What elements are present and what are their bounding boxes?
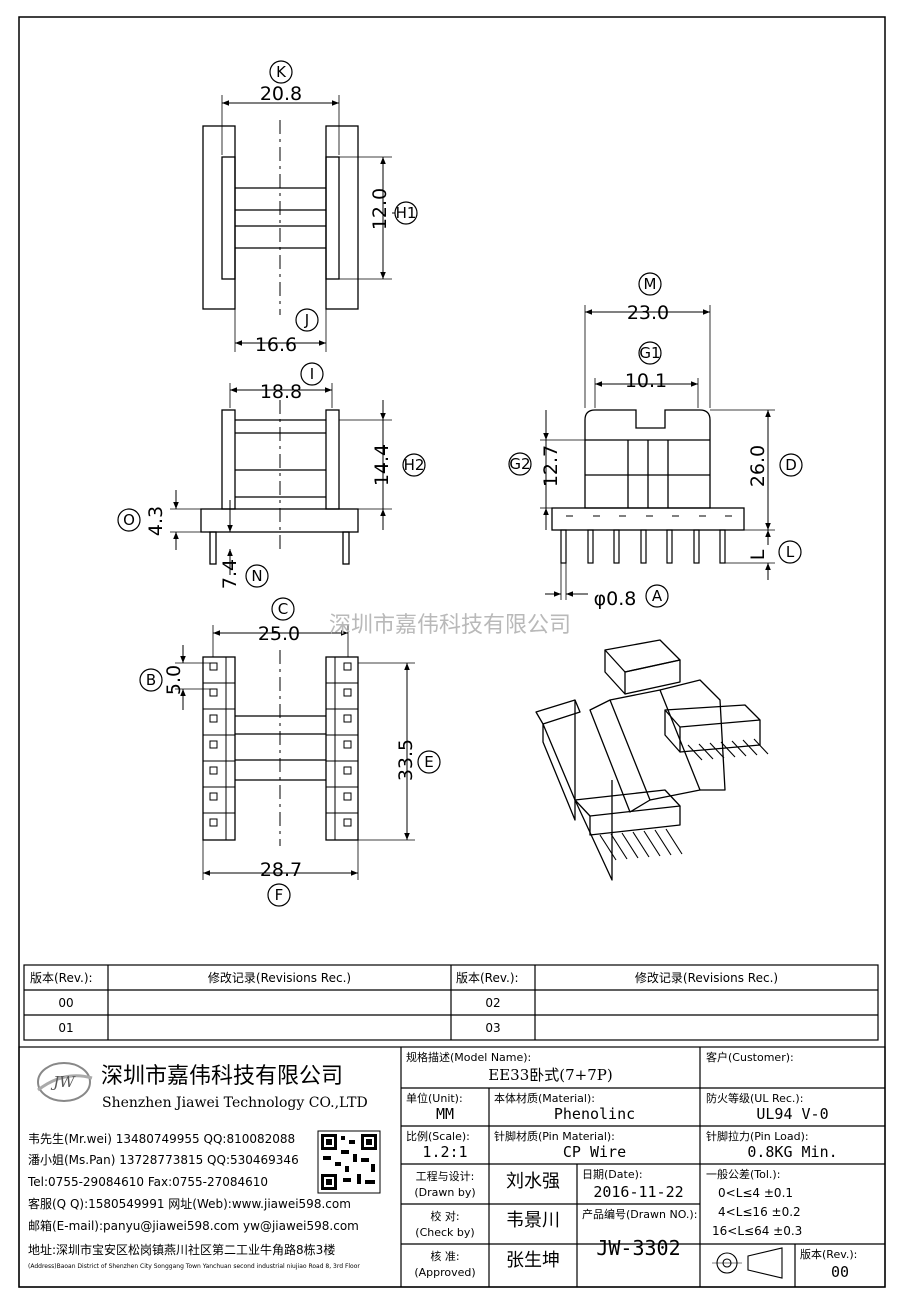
approved-label-en: (Approved) bbox=[414, 1266, 476, 1279]
dim-n: 7.4 bbox=[219, 559, 241, 589]
rev-row-00: 00 bbox=[58, 996, 74, 1010]
label-e: E bbox=[424, 753, 433, 771]
dim-f: 28.7 bbox=[260, 859, 302, 881]
address-cn: 地址:深圳市宝安区松岗镇燕川社区第二工业牛角路8栋3楼 bbox=[28, 1243, 336, 1257]
contact-tel-fax: Tel:0755-29084610 Fax:0755-27084610 bbox=[28, 1175, 269, 1189]
customer-label: 客户(Customer): bbox=[706, 1051, 794, 1064]
model-value: EE33卧式(7+7P) bbox=[488, 1066, 613, 1084]
address-en: (Address)Baoan District of Shenzhen City… bbox=[28, 1263, 360, 1270]
bottom-view bbox=[175, 625, 415, 880]
rec-header-right: 修改记录(Revisions Rec.) bbox=[634, 971, 779, 985]
rev-row-01: 01 bbox=[58, 1021, 74, 1035]
dim-h1: 12.0 bbox=[369, 188, 391, 230]
rev-label: 版本(Rev.): bbox=[800, 1248, 858, 1261]
contact-qq-web: 客服(Q Q):1580549991 网址(Web):www.jiawei598… bbox=[28, 1197, 351, 1211]
drawn-value: 刘水强 bbox=[506, 1171, 560, 1192]
drawn-no-label: 产品编号(Drawn NO.): bbox=[582, 1208, 698, 1221]
label-j: J bbox=[304, 311, 309, 329]
check-label-en: (Check by) bbox=[415, 1226, 475, 1239]
rev-value: 00 bbox=[830, 1263, 850, 1281]
label-c: C bbox=[278, 600, 288, 618]
dim-i: 18.8 bbox=[260, 381, 302, 403]
label-h1: H1 bbox=[396, 204, 417, 222]
company-name-cn: 深圳市嘉伟科技有限公司 bbox=[101, 1064, 344, 1089]
rec-header-left: 修改记录(Revisions Rec.) bbox=[207, 971, 352, 985]
pin-load-value: 0.8KG Min. bbox=[747, 1143, 838, 1161]
check-label: 校 对: bbox=[430, 1210, 460, 1223]
dim-h2: 14.4 bbox=[371, 444, 393, 486]
drawn-label: 工程与设计: bbox=[415, 1170, 475, 1183]
ul-value: UL94 V-0 bbox=[756, 1105, 829, 1123]
dim-e: 33.5 bbox=[395, 739, 417, 781]
unit-value: MM bbox=[435, 1105, 455, 1123]
check-value: 韦景川 bbox=[506, 1210, 560, 1231]
ul-label: 防火等级(UL Rec.): bbox=[706, 1092, 804, 1105]
label-i: I bbox=[310, 365, 314, 383]
logo-text: JW bbox=[50, 1073, 76, 1091]
dim-g2: 12.7 bbox=[540, 445, 562, 487]
pin-load-label: 针脚拉力(Pin Load): bbox=[706, 1130, 809, 1143]
contact-email: 邮箱(E-mail):panyu@jiawei598.com yw@jiawei… bbox=[28, 1219, 359, 1233]
pin-material-value: CP Wire bbox=[562, 1143, 627, 1161]
label-m: M bbox=[644, 275, 657, 293]
label-a: A bbox=[652, 587, 663, 605]
tolerance-label: 一般公差(Tol.): bbox=[706, 1168, 781, 1181]
tolerance-row-1: 0<L≤4 ±0.1 bbox=[718, 1186, 794, 1200]
dim-b: 5.0 bbox=[163, 665, 185, 695]
dim-o: 4.3 bbox=[145, 506, 167, 536]
label-f: F bbox=[275, 886, 284, 904]
label-k: K bbox=[276, 63, 287, 81]
approved-value: 张生坤 bbox=[506, 1250, 560, 1271]
approved-label: 核 准: bbox=[430, 1250, 460, 1263]
rev-header-right: 版本(Rev.): bbox=[456, 971, 519, 985]
dim-d: 26.0 bbox=[747, 445, 769, 487]
material-label: 本体材质(Material): bbox=[494, 1092, 595, 1105]
scale-label: 比例(Scale): bbox=[406, 1130, 470, 1143]
drawn-no-value: JW-3302 bbox=[596, 1236, 681, 1260]
contact-pan: 潘小姐(Ms.Pan) 13728773815 QQ:530469346 bbox=[28, 1153, 299, 1167]
unit-label: 单位(Unit): bbox=[406, 1092, 463, 1105]
dim-m: 23.0 bbox=[627, 302, 669, 324]
projection-symbol bbox=[712, 1247, 783, 1279]
watermark: 深圳市嘉伟科技有限公司 bbox=[329, 613, 571, 638]
rev-row-02: 02 bbox=[485, 996, 501, 1010]
front-view bbox=[170, 383, 392, 575]
dim-k: 20.8 bbox=[260, 83, 302, 105]
label-h2: H2 bbox=[404, 456, 425, 474]
label-b: B bbox=[146, 671, 156, 689]
pin-material-label: 针脚材质(Pin Material): bbox=[494, 1130, 615, 1143]
model-label: 规格描述(Model Name): bbox=[406, 1051, 532, 1064]
label-d: D bbox=[785, 456, 797, 474]
dim-a: φ0.8 bbox=[594, 588, 637, 610]
label-o: O bbox=[123, 511, 135, 529]
label-g1: G1 bbox=[639, 344, 660, 362]
label-n: N bbox=[251, 567, 262, 585]
qr-code bbox=[317, 1130, 381, 1194]
side-view bbox=[540, 305, 775, 600]
contact-wei: 韦先生(Mr.wei) 13480749955 QQ:810082088 bbox=[28, 1132, 296, 1146]
isometric-view bbox=[535, 639, 769, 881]
company-name-en: Shenzhen Jiawei Technology CO.,LTD bbox=[102, 1095, 368, 1111]
date-value: 2016-11-22 bbox=[593, 1183, 684, 1201]
rev-header-left: 版本(Rev.): bbox=[30, 971, 93, 985]
title-block-grid bbox=[18, 1046, 886, 1288]
dim-l: L bbox=[747, 549, 769, 560]
tolerance-row-2: 4<L≤16 ±0.2 bbox=[718, 1205, 801, 1219]
date-label: 日期(Date): bbox=[582, 1168, 643, 1181]
scale-value: 1.2:1 bbox=[422, 1143, 468, 1161]
tolerance-row-3: 16<L≤64 ±0.3 bbox=[712, 1224, 803, 1238]
company-logo bbox=[37, 1062, 93, 1102]
label-g2: G2 bbox=[509, 455, 530, 473]
material-value: Phenolinc bbox=[553, 1105, 636, 1123]
revision-table bbox=[23, 964, 879, 1041]
top-view bbox=[202, 95, 400, 352]
rev-row-03: 03 bbox=[485, 1021, 501, 1035]
label-l: L bbox=[786, 543, 795, 561]
dim-j: 16.6 bbox=[255, 334, 297, 356]
dim-g1: 10.1 bbox=[625, 370, 667, 392]
drawn-label-en: (Drawn by) bbox=[414, 1186, 476, 1199]
dim-c: 25.0 bbox=[258, 623, 300, 645]
